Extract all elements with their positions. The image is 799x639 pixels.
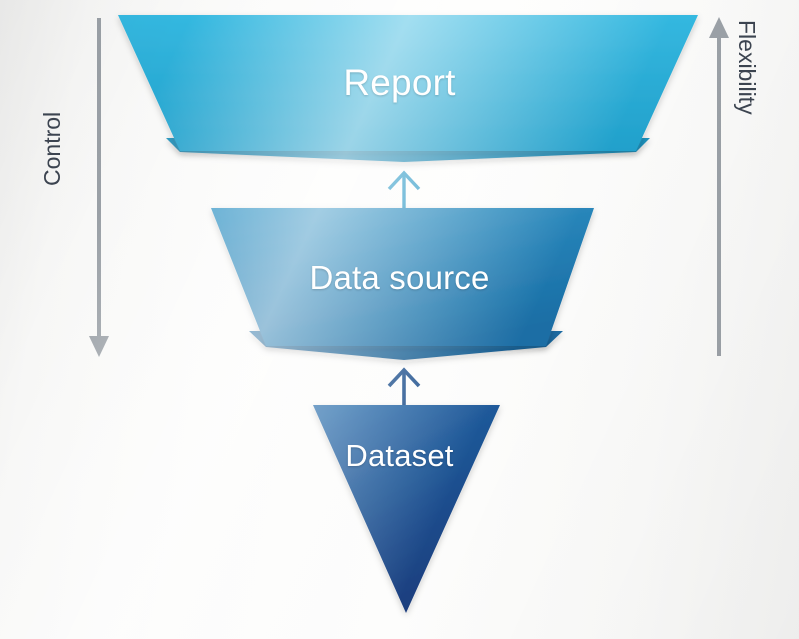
funnel-stage-data-source[interactable] xyxy=(211,208,594,360)
dataset-body xyxy=(313,405,500,613)
funnel-stage-report[interactable] xyxy=(118,15,698,162)
control-axis-arrowhead-down xyxy=(89,336,109,357)
flexibility-axis-arrowhead-up xyxy=(709,17,729,38)
axis-control xyxy=(89,18,109,357)
data-source-body xyxy=(211,208,594,346)
connector-dataset-to-data-source xyxy=(387,367,421,408)
report-body xyxy=(118,15,698,151)
axis-flexibility xyxy=(709,17,729,356)
connector-data-source-to-report xyxy=(387,170,421,212)
funnel-stage-dataset[interactable] xyxy=(313,405,500,613)
